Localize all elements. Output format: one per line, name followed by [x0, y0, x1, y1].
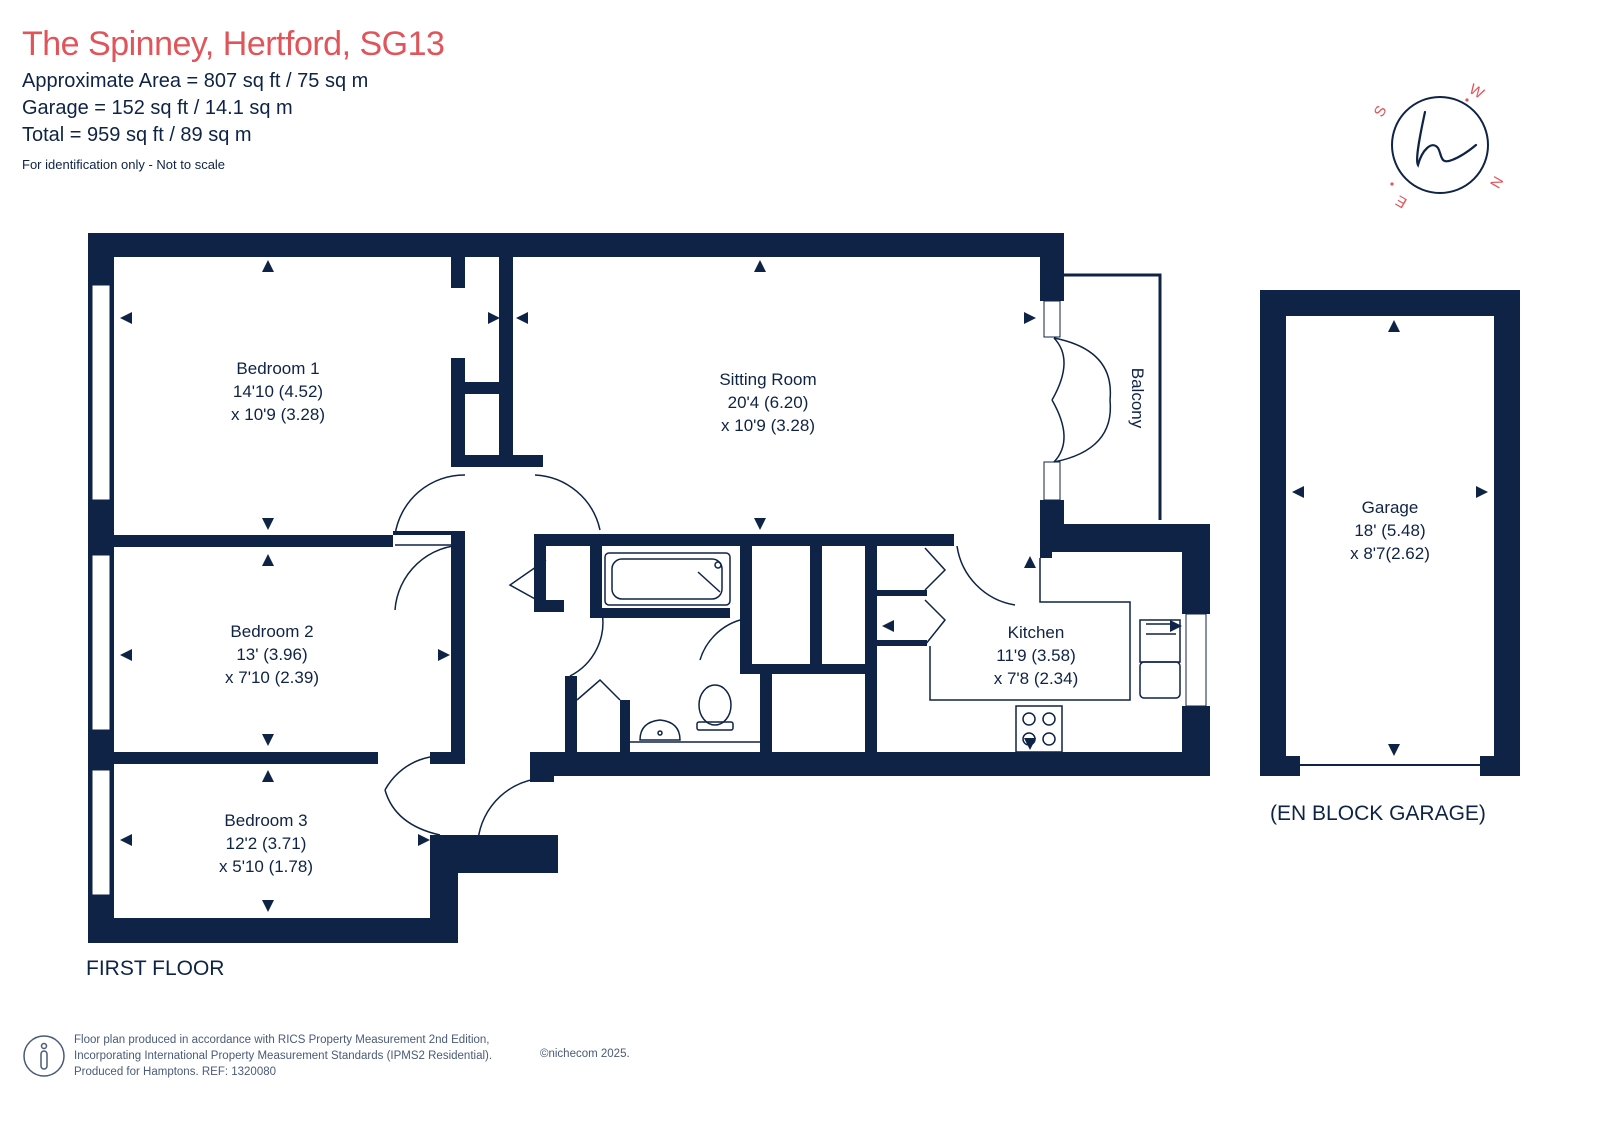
footer-notes: Floor plan produced in accordance with R…	[74, 1032, 492, 1080]
footer-line-2: Incorporating International Property Mea…	[74, 1050, 493, 1062]
balcony-doors	[1051, 337, 1112, 463]
room-balcony: Balcony	[1128, 368, 1147, 429]
compass-north: N	[1486, 173, 1506, 191]
room-name: Sitting Room	[719, 370, 816, 389]
room-garage: Garage 18' (5.48) x 8'7(2.62)	[1350, 498, 1430, 563]
footer-line-1: Floor plan produced in accordance with R…	[74, 1034, 490, 1046]
room-bedroom-1: Bedroom 1 14'10 (4.52) x 10'9 (3.28)	[231, 359, 325, 424]
room-dim-1: 14'10 (4.52)	[233, 382, 323, 401]
garage-note: (EN BLOCK GARAGE)	[1270, 802, 1486, 825]
footer-line-3: Produced for Hamptons. REF: 1320080	[74, 1066, 277, 1078]
header: The Spinney, Hertford, SG13 Approximate …	[22, 24, 445, 172]
room-dim-2: x 5'10 (1.78)	[219, 857, 313, 876]
compass-icon: S W N E	[1371, 81, 1507, 212]
room-dim-1: 11'9 (3.58)	[996, 646, 1075, 665]
room-kitchen: Kitchen 11'9 (3.58) x 7'8 (2.34)	[994, 623, 1079, 688]
basin-icon	[630, 719, 760, 743]
room-bedroom-3: Bedroom 3 12'2 (3.71) x 5'10 (1.78)	[219, 811, 313, 876]
room-dim-2: x 10'9 (3.28)	[231, 405, 325, 424]
door-swings	[384, 474, 1016, 841]
approximate-area: Approximate Area = 807 sq ft / 75 sq m	[22, 70, 369, 92]
room-dim-2: x 10'9 (3.28)	[721, 416, 815, 435]
room-name: Bedroom 2	[230, 622, 313, 641]
room-dim-2: x 8'7(2.62)	[1350, 544, 1430, 563]
room-dim-1: 20'4 (6.20)	[728, 393, 809, 412]
copyright: ©nichecom 2025.	[540, 1048, 630, 1060]
compass-east: E	[1393, 192, 1410, 212]
room-bedroom-2: Bedroom 2 13' (3.96) x 7'10 (2.39)	[225, 622, 319, 687]
compass-west: W	[1466, 81, 1487, 103]
garage-walls	[1260, 290, 1520, 776]
footer: Floor plan produced in accordance with R…	[22, 1030, 722, 1086]
kitchen-counter	[929, 558, 1181, 753]
total-area: Total = 959 sq ft / 89 sq m	[22, 124, 252, 146]
dimension-arrows	[120, 260, 1488, 912]
disclaimer: For identification only - Not to scale	[22, 157, 226, 172]
floor-label: FIRST FLOOR	[86, 957, 224, 980]
room-dim-1: 12'2 (3.71)	[226, 834, 307, 853]
compass-south: S	[1371, 103, 1391, 120]
room-name: Bedroom 1	[236, 359, 319, 378]
bath-icon	[604, 552, 731, 606]
windows	[91, 284, 1207, 896]
page-title: The Spinney, Hertford, SG13	[22, 25, 445, 63]
room-name: Bedroom 3	[224, 811, 307, 830]
room-dim-1: 13' (3.96)	[236, 645, 307, 664]
info-icon	[23, 1035, 65, 1077]
room-dim-1: 18' (5.48)	[1354, 521, 1425, 540]
room-name: Garage	[1362, 498, 1419, 517]
room-dim-2: x 7'10 (2.39)	[225, 668, 319, 687]
toilet-icon	[696, 684, 734, 731]
room-sitting-room: Sitting Room 20'4 (6.20) x 10'9 (3.28)	[719, 370, 816, 435]
room-name: Kitchen	[1008, 623, 1065, 642]
room-dim-2: x 7'8 (2.34)	[994, 669, 1079, 688]
garage-area: Garage = 152 sq ft / 14.1 sq m	[22, 97, 293, 119]
balcony-outline	[1064, 273, 1162, 520]
